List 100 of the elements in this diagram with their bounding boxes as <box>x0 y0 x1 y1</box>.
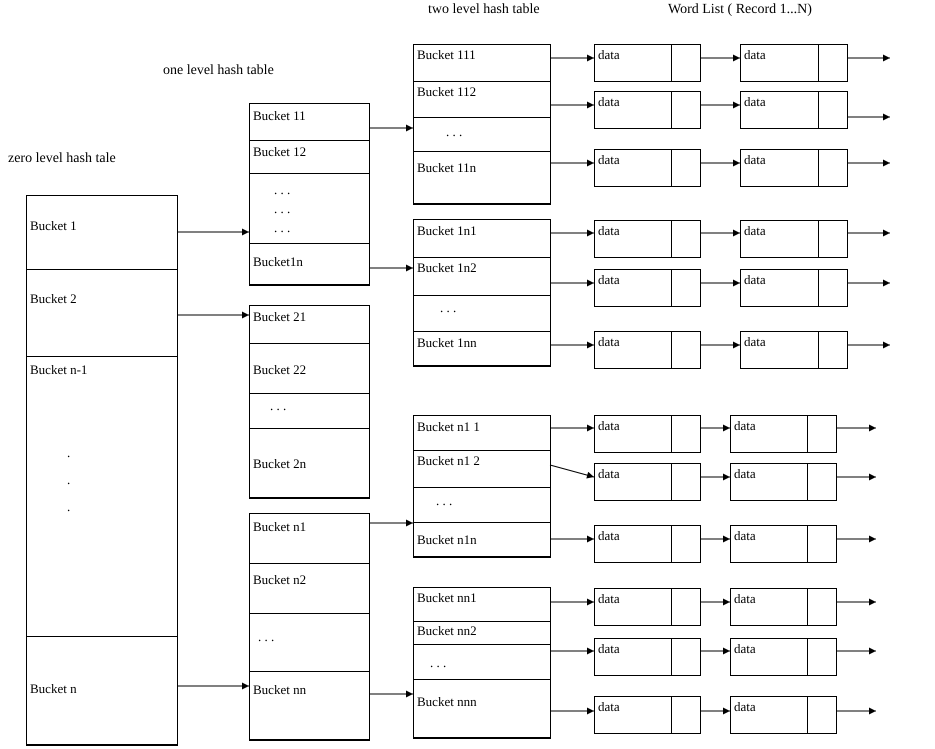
bucket-label: Bucket 2 <box>30 291 77 306</box>
record-data-label: data <box>744 47 766 62</box>
arrow <box>550 424 594 432</box>
bucket-label: Bucket 111 <box>417 47 476 62</box>
bucket-label: Bucket 11n <box>417 160 476 175</box>
hash-table <box>413 587 551 738</box>
arrow <box>846 54 890 62</box>
bucket-label: Bucket n1 2 <box>417 453 480 468</box>
arrow <box>700 424 730 432</box>
record-data-label: data <box>734 528 756 543</box>
record-data-label: data <box>598 466 620 481</box>
bucket-label: Bucket 1nn <box>417 335 477 350</box>
arrow <box>846 160 890 166</box>
arrow <box>700 230 740 236</box>
ellipsis-dots: . . . <box>270 398 286 413</box>
bucket-label: Bucket n2 <box>253 572 306 587</box>
record-data-label: data <box>598 94 620 109</box>
arrow <box>176 228 250 236</box>
list-record-node <box>594 331 701 369</box>
record-data-label: data <box>734 418 756 433</box>
list-record-node <box>594 463 701 501</box>
record-data-label: data <box>598 223 620 238</box>
record-data-label: data <box>598 272 620 287</box>
list-record-node <box>594 149 701 187</box>
bucket-label: Bucket1n <box>253 254 303 269</box>
hash-table <box>413 44 551 204</box>
ellipsis-dots: . . . <box>446 124 462 139</box>
arrow <box>550 102 594 108</box>
arrow <box>550 342 594 348</box>
arrow <box>846 114 890 120</box>
record-data-label: data <box>598 334 620 349</box>
bucket-label: Bucket nn <box>253 682 306 697</box>
hash-table <box>249 103 370 285</box>
hash-table <box>249 513 370 740</box>
hash-table <box>249 305 370 498</box>
arrow <box>836 474 876 480</box>
record-data-label: data <box>598 418 620 433</box>
bucket-label: Bucket nn2 <box>417 623 477 638</box>
bucket-label: Bucket n1n <box>417 532 477 547</box>
arrow <box>550 160 594 166</box>
bucket-label: Bucket n1 <box>253 519 306 534</box>
ellipsis-dots: . . . <box>274 181 290 199</box>
arrow <box>368 520 414 526</box>
ellipsis-dots: . . . <box>274 219 290 237</box>
list-record-node <box>730 638 837 676</box>
bucket-label: Bucket 1n2 <box>417 260 477 275</box>
list-record-node <box>594 91 701 129</box>
list-record-node <box>594 415 701 453</box>
list-record-node <box>730 463 837 501</box>
arrow <box>836 598 876 606</box>
arrow <box>176 682 250 690</box>
arrow <box>846 342 890 348</box>
ellipsis-dots: . . . <box>274 200 290 218</box>
arrow <box>368 264 414 272</box>
arrow <box>176 312 250 318</box>
bucket-label: Bucket 22 <box>253 362 306 377</box>
list-record-node <box>594 44 701 82</box>
bucket-label: Bucket n-1 <box>30 362 88 377</box>
arrow <box>700 102 740 108</box>
arrow <box>700 474 730 480</box>
record-data-label: data <box>598 152 620 167</box>
arrow <box>700 280 740 286</box>
list-record-node <box>740 44 848 82</box>
arrow <box>700 342 740 348</box>
record-data-label: data <box>744 152 766 167</box>
record-data-label: data <box>734 466 756 481</box>
arrow <box>836 424 876 432</box>
bucket-label: Bucket n1 1 <box>417 419 480 434</box>
arrow <box>700 598 730 606</box>
record-data-label: data <box>744 334 766 349</box>
hash-table <box>26 195 178 745</box>
arrow <box>550 280 594 286</box>
arrow <box>550 464 594 479</box>
record-data-label: data <box>734 591 756 606</box>
hash-table <box>413 219 551 366</box>
arrow <box>550 230 594 236</box>
record-data-label: data <box>598 699 620 714</box>
list-record-node <box>594 588 701 626</box>
arrow <box>550 708 594 714</box>
list-record-node <box>594 269 701 307</box>
heading-label: one level hash table <box>163 63 274 79</box>
ellipsis-dots: . . . <box>430 655 446 670</box>
arrow <box>836 536 876 542</box>
record-data-label: data <box>734 699 756 714</box>
arrow <box>836 648 876 654</box>
arrow <box>550 598 594 606</box>
bucket-label: Bucket 11 <box>253 108 306 123</box>
list-record-node <box>740 91 848 129</box>
list-record-node <box>594 220 701 258</box>
record-data-label: data <box>598 528 620 543</box>
ellipsis-dots: . . . <box>440 300 456 315</box>
record-data-label: data <box>744 272 766 287</box>
arrow <box>550 536 594 542</box>
list-record-node <box>730 415 837 453</box>
record-data-label: data <box>598 47 620 62</box>
heading-label: two level hash table <box>428 2 540 18</box>
bucket-label: Bucket 1 <box>30 218 77 233</box>
record-data-label: data <box>744 223 766 238</box>
list-record-node <box>740 149 848 187</box>
bucket-label: Bucket n <box>30 681 77 696</box>
